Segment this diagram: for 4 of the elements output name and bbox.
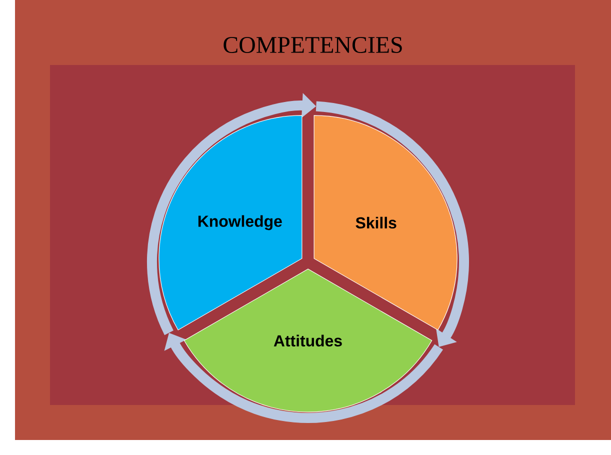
- pie-segment: Knowledge: [158, 115, 302, 330]
- pie-segment: Attitudes: [184, 268, 432, 412]
- title: COMPETENCIES: [224, 36, 402, 54]
- pie-segment: Skills: [314, 115, 458, 330]
